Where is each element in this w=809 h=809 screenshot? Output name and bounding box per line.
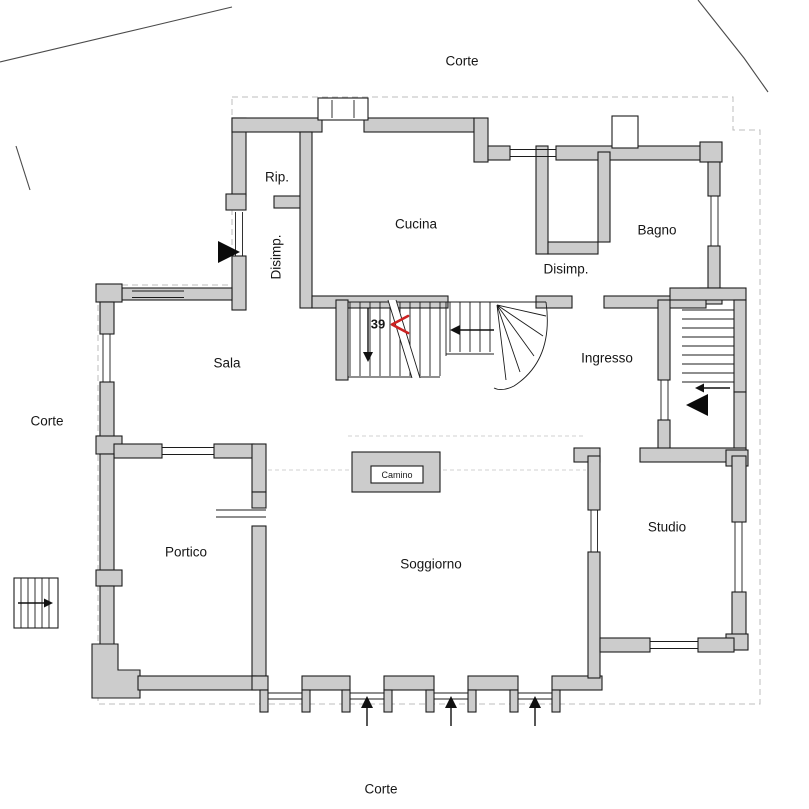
chimney-bay <box>317 97 369 121</box>
room-label-disimp-hall: Disimp. <box>543 262 588 277</box>
photo-marker-arrow-icon <box>390 314 410 335</box>
room-label-sala: Sala <box>213 356 241 371</box>
room-labels: Corte Rip. Cucina Bagno Disimp. Disimp. … <box>30 54 686 797</box>
room-label-ingresso: Ingresso <box>581 351 633 366</box>
room-label-portico: Portico <box>165 545 207 560</box>
room-label-corte-bottom: Corte <box>364 782 397 797</box>
entrance-arrow-south-3 <box>529 696 541 726</box>
side-staircase <box>682 309 734 393</box>
room-label-corte-left: Corte <box>30 414 63 429</box>
room-label-studio: Studio <box>648 520 686 535</box>
fireplace-label: Camino <box>381 470 412 480</box>
fireplace: Camino <box>351 451 441 493</box>
main-staircase <box>348 299 548 391</box>
entrance-arrows <box>218 241 708 726</box>
terrain-contour-lines <box>0 0 769 191</box>
photo-marker-number: 39 <box>371 316 385 331</box>
roof-overhang-dashed-outline <box>97 96 761 705</box>
entrance-arrow-right <box>686 394 708 416</box>
entrance-arrow-south-1 <box>361 696 373 726</box>
room-label-soggiorno: Soggiorno <box>400 557 462 572</box>
room-label-cucina: Cucina <box>395 217 438 232</box>
room-label-bagno: Bagno <box>637 223 676 238</box>
external-steps <box>13 577 59 629</box>
entrance-arrow-left <box>218 241 240 263</box>
entrance-arrow-south-2 <box>445 696 457 726</box>
room-label-corte-top: Corte <box>445 54 478 69</box>
room-label-disimp-corridor: Disimp. <box>269 234 284 279</box>
wall-niche <box>611 115 639 149</box>
photo-marker-39: 39 <box>371 314 410 335</box>
walls <box>91 117 749 713</box>
room-label-rip: Rip. <box>265 170 289 185</box>
